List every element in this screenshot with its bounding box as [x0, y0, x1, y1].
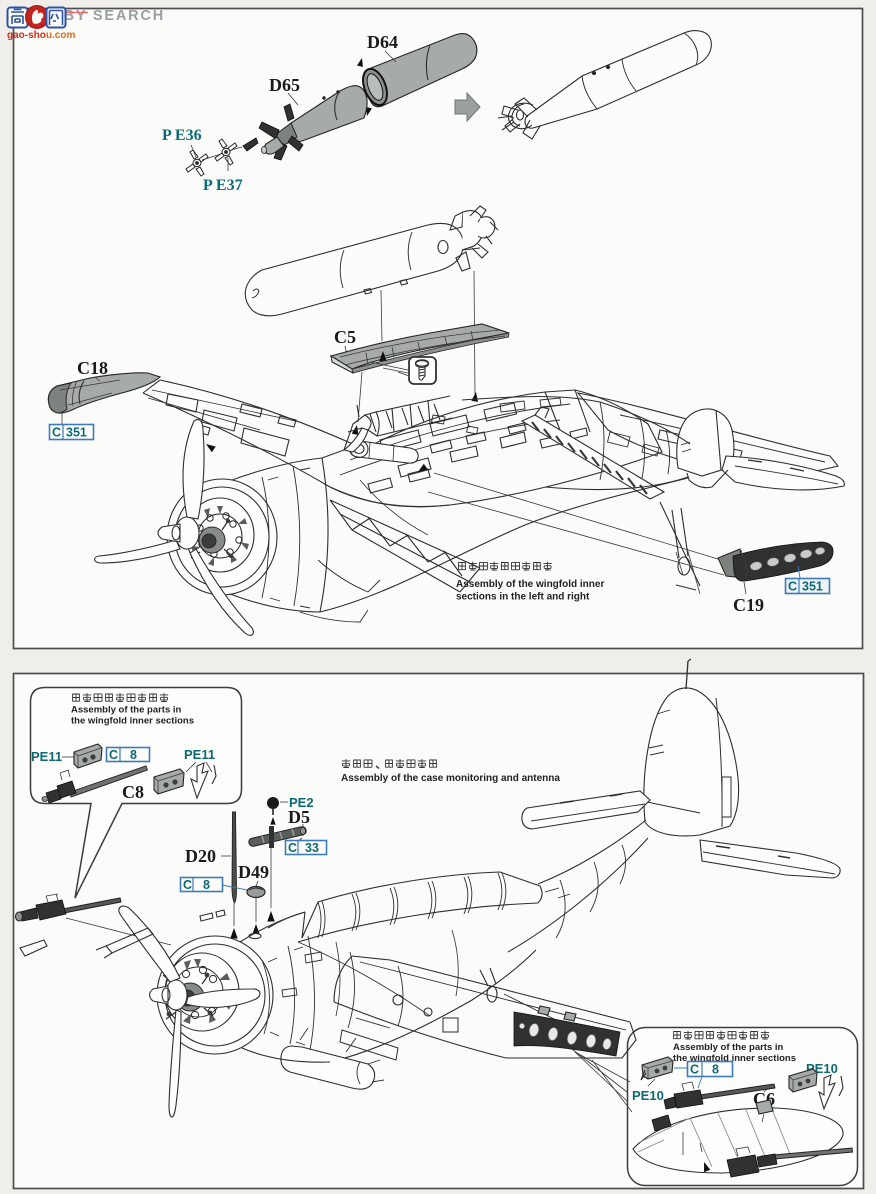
svg-text:Assembly of the parts in: Assembly of the parts in	[673, 1042, 784, 1053]
svg-text:8: 8	[203, 878, 210, 892]
svg-text:C: C	[183, 878, 192, 892]
svg-text:D20: D20	[185, 846, 216, 866]
svg-text:Assembly of the case monitorin: Assembly of the case monitoring and ante…	[341, 773, 560, 784]
svg-text:PE10: PE10	[632, 1088, 664, 1103]
svg-text:C8: C8	[122, 782, 144, 802]
svg-text:P E36: P E36	[162, 127, 202, 144]
svg-text:PE11: PE11	[31, 749, 62, 764]
svg-text:8: 8	[712, 1063, 719, 1077]
svg-text:C: C	[109, 748, 118, 762]
svg-text:8: 8	[130, 748, 137, 762]
svg-text:the wingfold inner sections: the wingfold inner sections	[71, 716, 194, 727]
svg-text:PE11: PE11	[184, 747, 215, 762]
svg-text:PE2: PE2	[289, 795, 314, 810]
svg-text:C: C	[690, 1063, 699, 1077]
svg-text:C: C	[288, 841, 297, 855]
svg-text:D64: D64	[367, 32, 398, 52]
svg-text:C18: C18	[77, 358, 108, 378]
svg-text:C: C	[788, 580, 797, 594]
svg-text:Assembly of the wingfold inner: Assembly of the wingfold inner	[456, 579, 604, 590]
svg-text:sections in the left and right: sections in the left and right	[456, 592, 590, 603]
svg-text:33: 33	[305, 841, 319, 855]
svg-text:the wingfold inner sections: the wingfold inner sections	[673, 1053, 796, 1064]
svg-text:D49: D49	[238, 862, 269, 882]
svg-text:gao-shou.com: gao-shou.com	[7, 30, 75, 41]
svg-text:C5: C5	[334, 327, 356, 347]
svg-text:C: C	[52, 426, 61, 440]
svg-text:C19: C19	[733, 595, 764, 615]
svg-text:P E37: P E37	[203, 177, 243, 194]
svg-text:D65: D65	[269, 75, 300, 95]
svg-text:351: 351	[802, 580, 823, 594]
svg-text:D5: D5	[288, 807, 310, 827]
svg-text:351: 351	[66, 426, 87, 440]
svg-text:Assembly of the parts in: Assembly of the parts in	[71, 705, 182, 716]
